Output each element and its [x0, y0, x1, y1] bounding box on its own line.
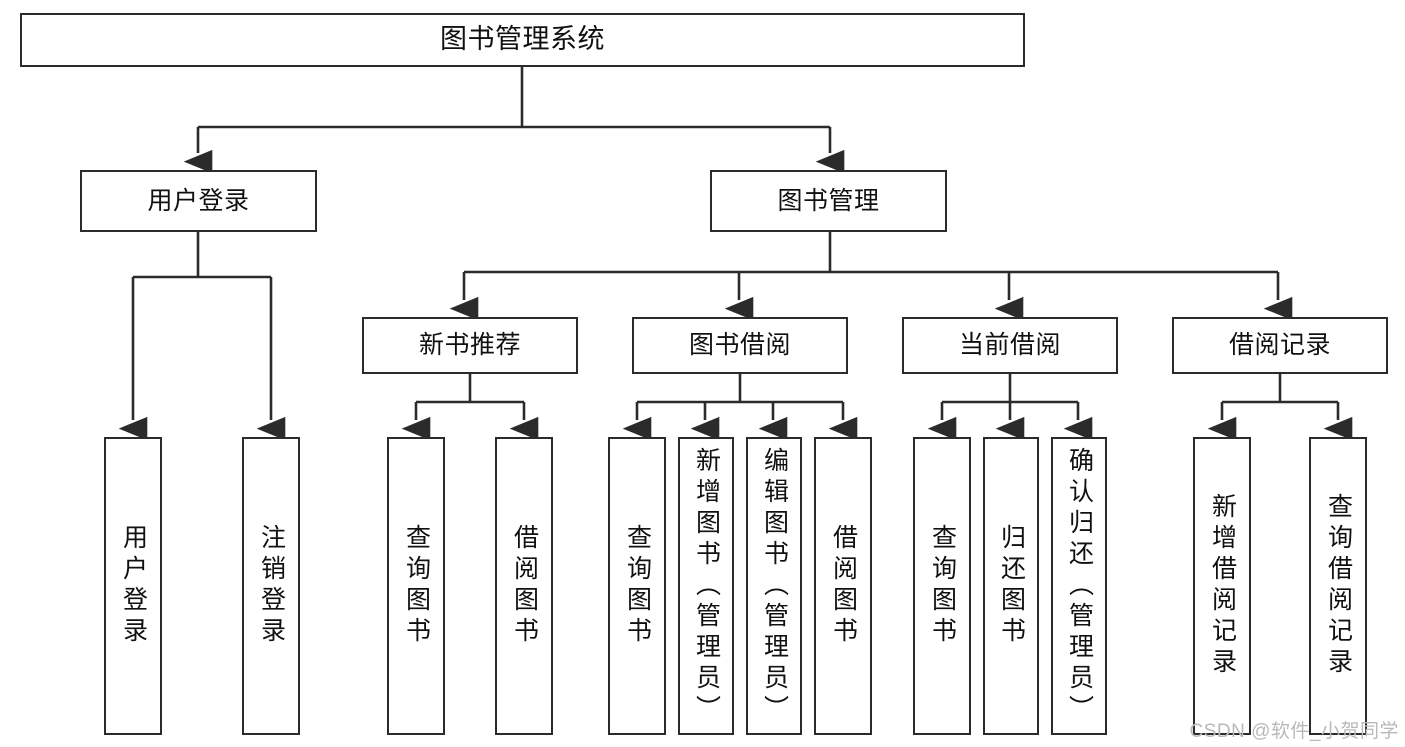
node-new-book-recommend-label: 新书推荐	[418, 331, 521, 360]
node-leaf-borrow-book-2-label: 借阅图书	[829, 524, 858, 648]
node-book-manage-label: 图书管理	[777, 186, 880, 215]
node-leaf-add-record-label: 新增借阅记录	[1208, 493, 1237, 679]
node-leaf-query-record-label: 查询借阅记录	[1324, 493, 1353, 679]
node-leaf-query-book-3[interactable]: 查询图书	[913, 437, 971, 735]
node-leaf-confirm-return-label: 确认归还（管理员）	[1065, 446, 1094, 726]
node-leaf-query-book-2-label: 查询图书	[623, 524, 652, 648]
node-current-borrow-label: 当前借阅	[958, 331, 1061, 360]
node-book-manage[interactable]: 图书管理	[710, 170, 947, 232]
node-leaf-edit-book[interactable]: 编辑图书（管理员）	[746, 437, 802, 735]
node-leaf-borrow-book-2[interactable]: 借阅图书	[814, 437, 872, 735]
node-root-label: 图书管理系统	[440, 24, 605, 55]
node-borrow-record-label: 借阅记录	[1228, 331, 1331, 360]
node-leaf-return-book-label: 归还图书	[997, 524, 1026, 648]
node-leaf-query-book-3-label: 查询图书	[928, 524, 957, 648]
node-leaf-logout-login-label: 注销登录	[257, 524, 286, 648]
watermark: CSDN @软件_小贺同学	[1189, 721, 1399, 742]
node-leaf-query-book-2[interactable]: 查询图书	[608, 437, 666, 735]
node-leaf-query-book-1-label: 查询图书	[402, 524, 431, 648]
node-leaf-borrow-book-1-label: 借阅图书	[510, 524, 539, 648]
node-borrow-record[interactable]: 借阅记录	[1172, 317, 1388, 374]
node-user-login-label: 用户登录	[147, 186, 250, 215]
node-leaf-add-book[interactable]: 新增图书（管理员）	[678, 437, 734, 735]
node-leaf-confirm-return[interactable]: 确认归还（管理员）	[1051, 437, 1107, 735]
node-leaf-query-record[interactable]: 查询借阅记录	[1309, 437, 1367, 735]
node-leaf-user-login[interactable]: 用户登录	[104, 437, 162, 735]
node-user-login[interactable]: 用户登录	[80, 170, 317, 232]
node-book-borrow-label: 图书借阅	[688, 331, 791, 360]
node-leaf-user-login-label: 用户登录	[119, 524, 148, 648]
node-leaf-logout-login[interactable]: 注销登录	[242, 437, 300, 735]
node-leaf-borrow-book-1[interactable]: 借阅图书	[495, 437, 553, 735]
node-leaf-add-book-label: 新增图书（管理员）	[692, 446, 721, 726]
node-new-book-recommend[interactable]: 新书推荐	[362, 317, 578, 374]
node-root[interactable]: 图书管理系统	[20, 13, 1025, 67]
node-leaf-add-record[interactable]: 新增借阅记录	[1193, 437, 1251, 735]
node-book-borrow[interactable]: 图书借阅	[632, 317, 848, 374]
node-current-borrow[interactable]: 当前借阅	[902, 317, 1118, 374]
node-leaf-edit-book-label: 编辑图书（管理员）	[760, 446, 789, 726]
node-leaf-query-book-1[interactable]: 查询图书	[387, 437, 445, 735]
node-leaf-return-book[interactable]: 归还图书	[983, 437, 1039, 735]
